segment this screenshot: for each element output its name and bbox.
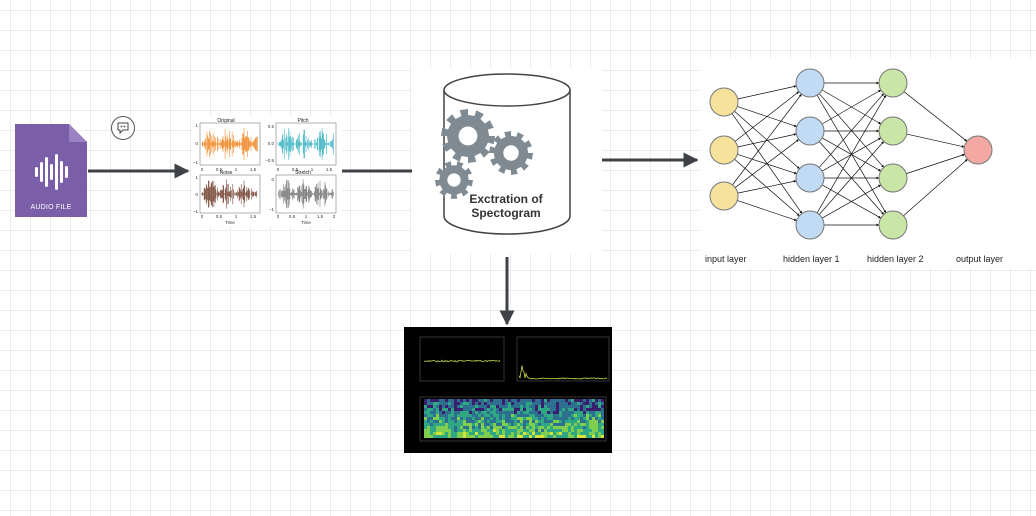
svg-text:0.5: 0.5 — [216, 167, 223, 172]
spectrogram-image — [419, 336, 610, 442]
panel-title-stretch: Stretch — [295, 170, 311, 176]
nn-edge — [906, 153, 965, 174]
x-axis-label-left: Time — [225, 220, 235, 225]
waveform-stretch — [277, 179, 334, 209]
audio-file-label: AUDIO FILE — [30, 204, 72, 211]
neural-network-node[interactable]: input layer hidden layer 1 hidden layer … — [700, 58, 1036, 268]
svg-text:0.5: 0.5 — [216, 214, 223, 219]
panel-title-pitch: Pitch — [297, 118, 308, 124]
nn-edge — [734, 158, 800, 217]
panel-title-noise: Noise — [220, 170, 233, 176]
nn-edge — [819, 141, 884, 215]
svg-text:1: 1 — [195, 175, 198, 180]
nn-edge — [903, 91, 968, 142]
svg-text:2: 2 — [333, 214, 336, 219]
nn-edge — [732, 93, 802, 186]
svg-text:−1: −1 — [269, 207, 275, 212]
audio-file-node[interactable]: AUDIO FILE — [15, 124, 87, 217]
svg-text:0: 0 — [277, 214, 280, 219]
nn-edge — [737, 200, 797, 222]
nn-edge — [737, 85, 797, 100]
nn-edge — [737, 133, 797, 148]
nn-edge — [734, 91, 800, 142]
svg-text:1: 1 — [195, 123, 198, 128]
nn-node-hidden2 — [878, 210, 908, 240]
extraction-database-node[interactable]: Exctration of Spectogram — [412, 68, 602, 254]
nn-node-input — [709, 181, 739, 211]
comment-icon[interactable] — [111, 116, 135, 140]
database-cylinder — [435, 73, 571, 235]
waveform-original — [201, 128, 258, 160]
svg-text:1.5: 1.5 — [326, 167, 333, 172]
augmentation-panel: Original Pitch Noise Stretch 1 0 −1 1 0 … — [192, 116, 342, 226]
svg-text:0: 0 — [195, 141, 198, 146]
spectrogram-output — [404, 327, 612, 453]
audio-waveform-icon — [35, 154, 68, 190]
extraction-label-line2: Spectogram — [471, 206, 541, 220]
nn-node-hidden1 — [795, 210, 825, 240]
svg-text:1: 1 — [311, 167, 314, 172]
nn-edge — [734, 139, 800, 188]
svg-text:0: 0 — [271, 177, 274, 182]
gears-icon — [435, 109, 533, 199]
svg-text:−1: −1 — [193, 160, 199, 165]
nn-node-output — [963, 135, 993, 165]
svg-text:0: 0 — [277, 167, 280, 172]
svg-text:−0.5: −0.5 — [265, 158, 274, 163]
nn-edge — [737, 180, 797, 194]
svg-text:1: 1 — [305, 214, 308, 219]
svg-text:0.5: 0.5 — [268, 124, 275, 129]
nn-node-hidden2 — [878, 163, 908, 193]
panel-title-original: Original — [217, 118, 234, 124]
output-layer-label: output layer — [956, 254, 1004, 264]
svg-text:0.5: 0.5 — [289, 214, 296, 219]
nn-edge — [906, 133, 965, 148]
audio-file-icon — [15, 124, 87, 217]
nn-edge — [822, 184, 882, 219]
svg-text:1.5: 1.5 — [250, 167, 257, 172]
input-layer-label: input layer — [705, 254, 747, 264]
svg-text:−1: −1 — [193, 209, 199, 214]
augmentation-plots: Original Pitch Noise Stretch 1 0 −1 1 0 … — [193, 118, 337, 225]
nn-node-hidden2 — [878, 116, 908, 146]
waveform-pitch — [277, 127, 334, 161]
waveform-noise — [201, 179, 258, 209]
x-axis-label-right: Time — [301, 220, 311, 225]
extraction-label: Exctration of Spectogram — [442, 192, 570, 220]
nn-node-input — [709, 87, 739, 117]
nn-edge — [818, 93, 885, 168]
svg-text:0: 0 — [201, 167, 204, 172]
nn-edge — [903, 159, 968, 216]
svg-text:1: 1 — [235, 214, 238, 219]
nn-node-hidden2 — [878, 68, 908, 98]
nn-node-hidden1 — [795, 163, 825, 193]
neural-network-diagram — [709, 68, 993, 240]
extraction-label-line1: Exctration of — [469, 192, 543, 206]
nn-edge — [821, 89, 882, 125]
nn-node-input — [709, 135, 739, 165]
svg-text:1.5: 1.5 — [250, 214, 257, 219]
nn-edge — [816, 94, 887, 214]
hidden-layer-1-label: hidden layer 1 — [783, 254, 840, 264]
svg-text:0.0: 0.0 — [268, 141, 275, 146]
svg-text:0.5: 0.5 — [292, 167, 299, 172]
svg-text:0: 0 — [201, 214, 204, 219]
nn-node-hidden1 — [795, 116, 825, 146]
hidden-layer-2-label: hidden layer 2 — [867, 254, 924, 264]
nn-edge — [737, 154, 797, 175]
svg-text:0: 0 — [195, 192, 198, 197]
svg-text:1.5: 1.5 — [317, 214, 324, 219]
svg-text:1: 1 — [235, 167, 238, 172]
nn-node-hidden1 — [795, 68, 825, 98]
